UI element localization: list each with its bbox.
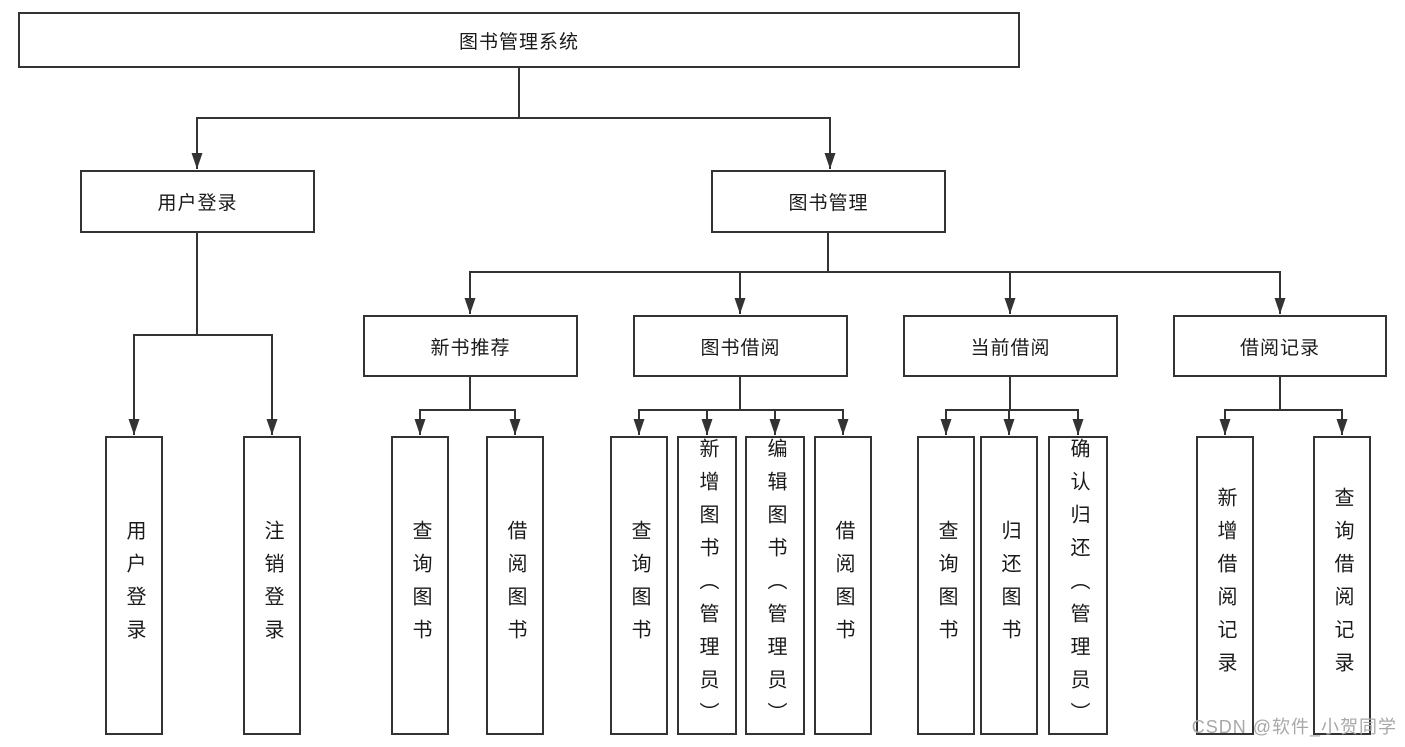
node-book-management: 图书管理 — [711, 170, 946, 233]
node-borrowing-records: 借阅记录 — [1173, 315, 1387, 377]
node-label: 编辑图书（管理员） — [764, 438, 786, 735]
node-label: 查询图书 — [628, 519, 650, 652]
node-label: 查询图书 — [935, 519, 957, 652]
csdn-watermark: CSDN @软件_小贺同学 — [1191, 717, 1397, 737]
leaf-add-borrowing-record: 新增借阅记录 — [1196, 436, 1254, 735]
node-label: 查询图书 — [409, 519, 431, 652]
leaf-add-books-admin: 新增图书（管理员） — [677, 436, 737, 735]
node-label: 用户登录 — [123, 519, 145, 652]
node-user-login: 用户登录 — [80, 170, 315, 233]
leaf-confirm-return-admin: 确认归还（管理员） — [1048, 436, 1108, 735]
node-label: 当前借阅 — [970, 337, 1051, 359]
leaf-edit-books-admin: 编辑图书（管理员） — [745, 436, 805, 735]
leaf-user-login: 用户登录 — [105, 436, 163, 735]
node-label: 借阅图书 — [504, 519, 526, 652]
node-label: 新增借阅记录 — [1214, 486, 1236, 685]
node-label: 注销登录 — [261, 519, 283, 652]
node-label: 用户登录 — [157, 193, 238, 214]
node-new-book-recommendation: 新书推荐 — [363, 315, 578, 377]
leaf-current-query-books: 查询图书 — [917, 436, 975, 735]
node-label: 查询借阅记录 — [1331, 486, 1353, 685]
leaf-recommend-borrow-books: 借阅图书 — [486, 436, 544, 735]
leaf-query-borrowing-record: 查询借阅记录 — [1313, 436, 1371, 735]
node-label: 确认归还（管理员） — [1067, 438, 1089, 735]
leaf-borrow-books: 借阅图书 — [814, 436, 872, 735]
node-label: 新书推荐 — [430, 337, 511, 359]
node-library-management-system: 图书管理系统 — [18, 12, 1020, 68]
leaf-return-books: 归还图书 — [980, 436, 1038, 735]
leaf-recommend-query-books: 查询图书 — [391, 436, 449, 735]
node-book-borrowing: 图书借阅 — [633, 315, 848, 377]
node-label: 新增图书（管理员） — [696, 438, 718, 735]
node-label: 借阅记录 — [1239, 337, 1320, 359]
node-label: 图书管理系统 — [458, 31, 579, 53]
leaf-borrowing-query-books: 查询图书 — [610, 436, 668, 735]
node-label: 图书管理 — [788, 193, 869, 214]
node-current-borrowing: 当前借阅 — [903, 315, 1118, 377]
node-label: 图书借阅 — [700, 337, 781, 359]
leaf-logout: 注销登录 — [243, 436, 301, 735]
node-label: 借阅图书 — [832, 519, 854, 652]
node-label: 归还图书 — [998, 519, 1020, 652]
